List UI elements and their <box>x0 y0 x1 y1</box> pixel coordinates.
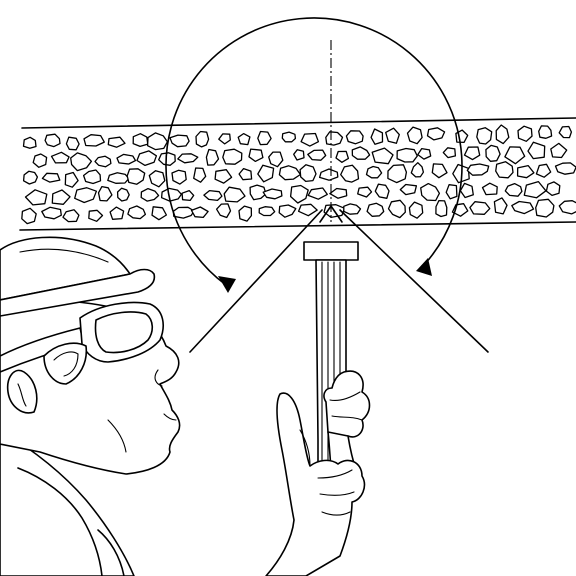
aggregate-stone <box>162 188 182 201</box>
aggregate-stone <box>436 201 447 217</box>
aggregate-stone <box>388 165 407 183</box>
worker <box>0 237 180 576</box>
arrowhead-left <box>218 276 236 293</box>
aggregate-stone <box>505 184 522 197</box>
arrowhead-right <box>416 258 432 276</box>
aggregate-stone <box>546 182 559 196</box>
aggregate-stone <box>477 128 492 144</box>
sight-line-right <box>340 210 488 352</box>
aggregate-stone <box>367 203 384 216</box>
aggregate-stone <box>259 207 275 216</box>
aggregate-stone <box>556 163 576 174</box>
aggregate-stone <box>108 173 129 184</box>
aggregate-stone <box>239 206 251 221</box>
aggregate-stone <box>66 137 79 150</box>
aggregate-stone <box>300 165 316 182</box>
aggregate-stone <box>397 149 417 163</box>
aggregate-stone <box>282 132 295 142</box>
aggregate-stone <box>196 132 209 147</box>
drill-chuck <box>304 242 358 260</box>
aggregate-stone <box>117 154 136 164</box>
aggregate-stone <box>486 145 500 161</box>
aggregate-stone <box>24 137 37 148</box>
aggregate-stone <box>223 149 242 164</box>
concrete-ceiling-slab <box>0 118 576 230</box>
aggregate-stone <box>24 171 38 184</box>
aggregate-stone <box>539 126 552 138</box>
aggregate-stone <box>346 131 363 144</box>
sight-line-left <box>190 210 322 352</box>
aggregate-stone <box>367 167 382 178</box>
aggregate-stone <box>118 188 130 201</box>
